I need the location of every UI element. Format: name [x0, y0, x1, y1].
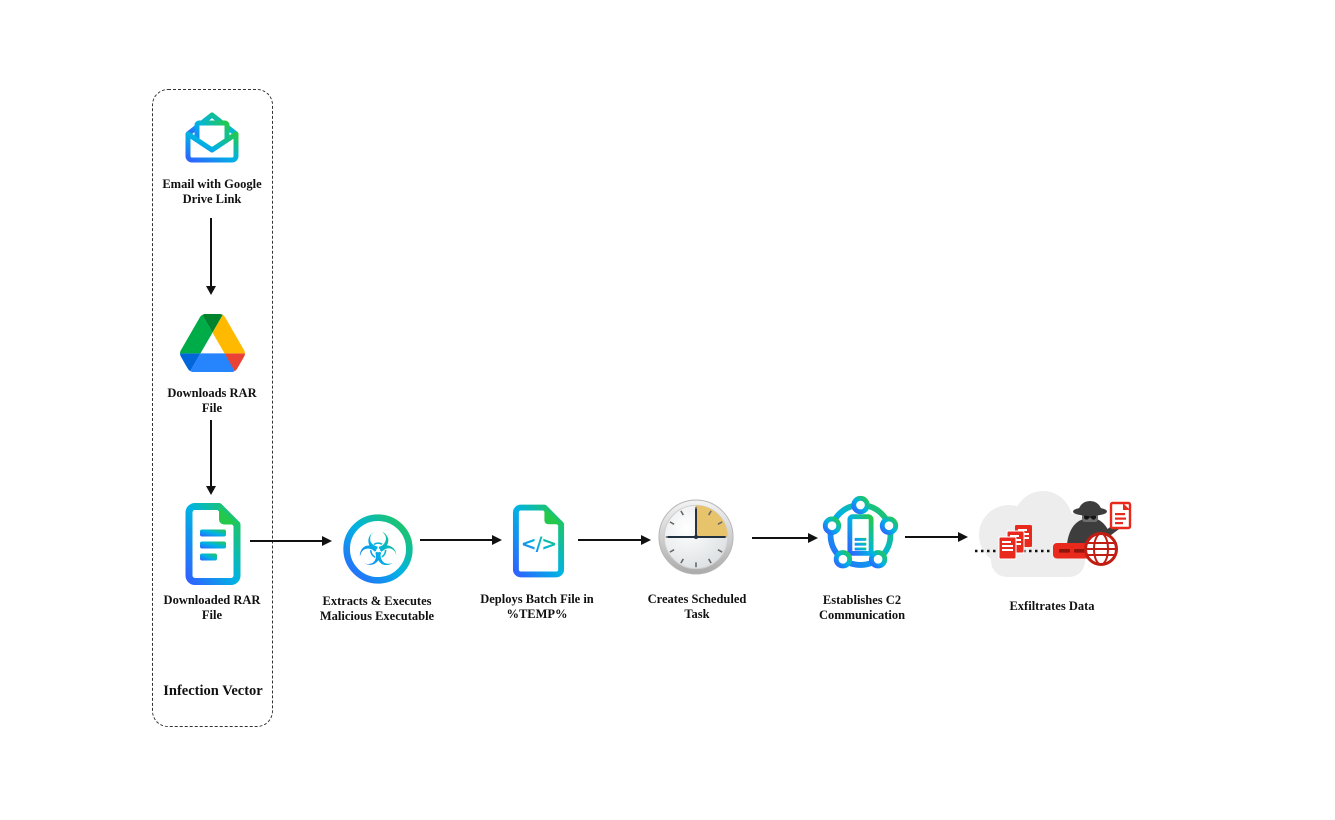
node-label-task: Creates Scheduled Task — [647, 592, 747, 621]
arrow-c2-to-exfil — [905, 531, 968, 542]
arrow-executable-to-batch — [420, 534, 502, 545]
arrowhead — [958, 531, 968, 542]
arrowhead — [206, 486, 216, 495]
arrow-task-to-c2 — [752, 532, 818, 543]
arrowhead — [322, 535, 332, 546]
infection-vector-label: Infection Vector — [163, 683, 263, 699]
svg-text:</>: </> — [521, 534, 556, 555]
red-globe — [1084, 532, 1118, 566]
node-label-executable: Extracts & Executes Malicious Executable — [319, 594, 435, 623]
arrowhead — [206, 286, 216, 295]
rar-document-icon — [183, 502, 243, 585]
node-label-rar: Downloaded RAR File — [163, 593, 261, 622]
node-label-exfil: Exfiltrates Data — [1009, 599, 1095, 613]
email-google-drive-link-icon — [180, 103, 244, 169]
stolen-documents-stack — [998, 525, 1032, 560]
node-label-batch: Deploys Batch File in %TEMP% — [480, 592, 594, 621]
infection-vector-box — [152, 89, 273, 727]
arrow-rar-to-executable — [250, 535, 332, 546]
held-document — [1109, 501, 1132, 530]
arrow-drive-to-rar — [206, 420, 216, 495]
arrowhead — [808, 532, 818, 543]
cloud-data-exfiltration-icon — [971, 487, 1136, 582]
google-drive-icon — [180, 314, 245, 372]
arrow-batch-to-task — [578, 534, 651, 545]
scheduled-task-clock-icon — [657, 498, 735, 576]
node-label-c2: Establishes C2 Communication — [818, 593, 906, 622]
arrowhead — [492, 534, 502, 545]
arrow-email-to-drive — [206, 218, 216, 295]
biohazard-icon: ☣ — [340, 511, 416, 587]
node-label-drive: Downloads RAR File — [167, 386, 257, 415]
batch-code-file-icon: </> — [511, 504, 568, 578]
node-label-email: Email with Google Drive Link — [162, 177, 262, 206]
arrowhead — [641, 534, 651, 545]
svg-text:☣: ☣ — [358, 523, 399, 576]
c2-network-server-icon — [818, 491, 903, 579]
